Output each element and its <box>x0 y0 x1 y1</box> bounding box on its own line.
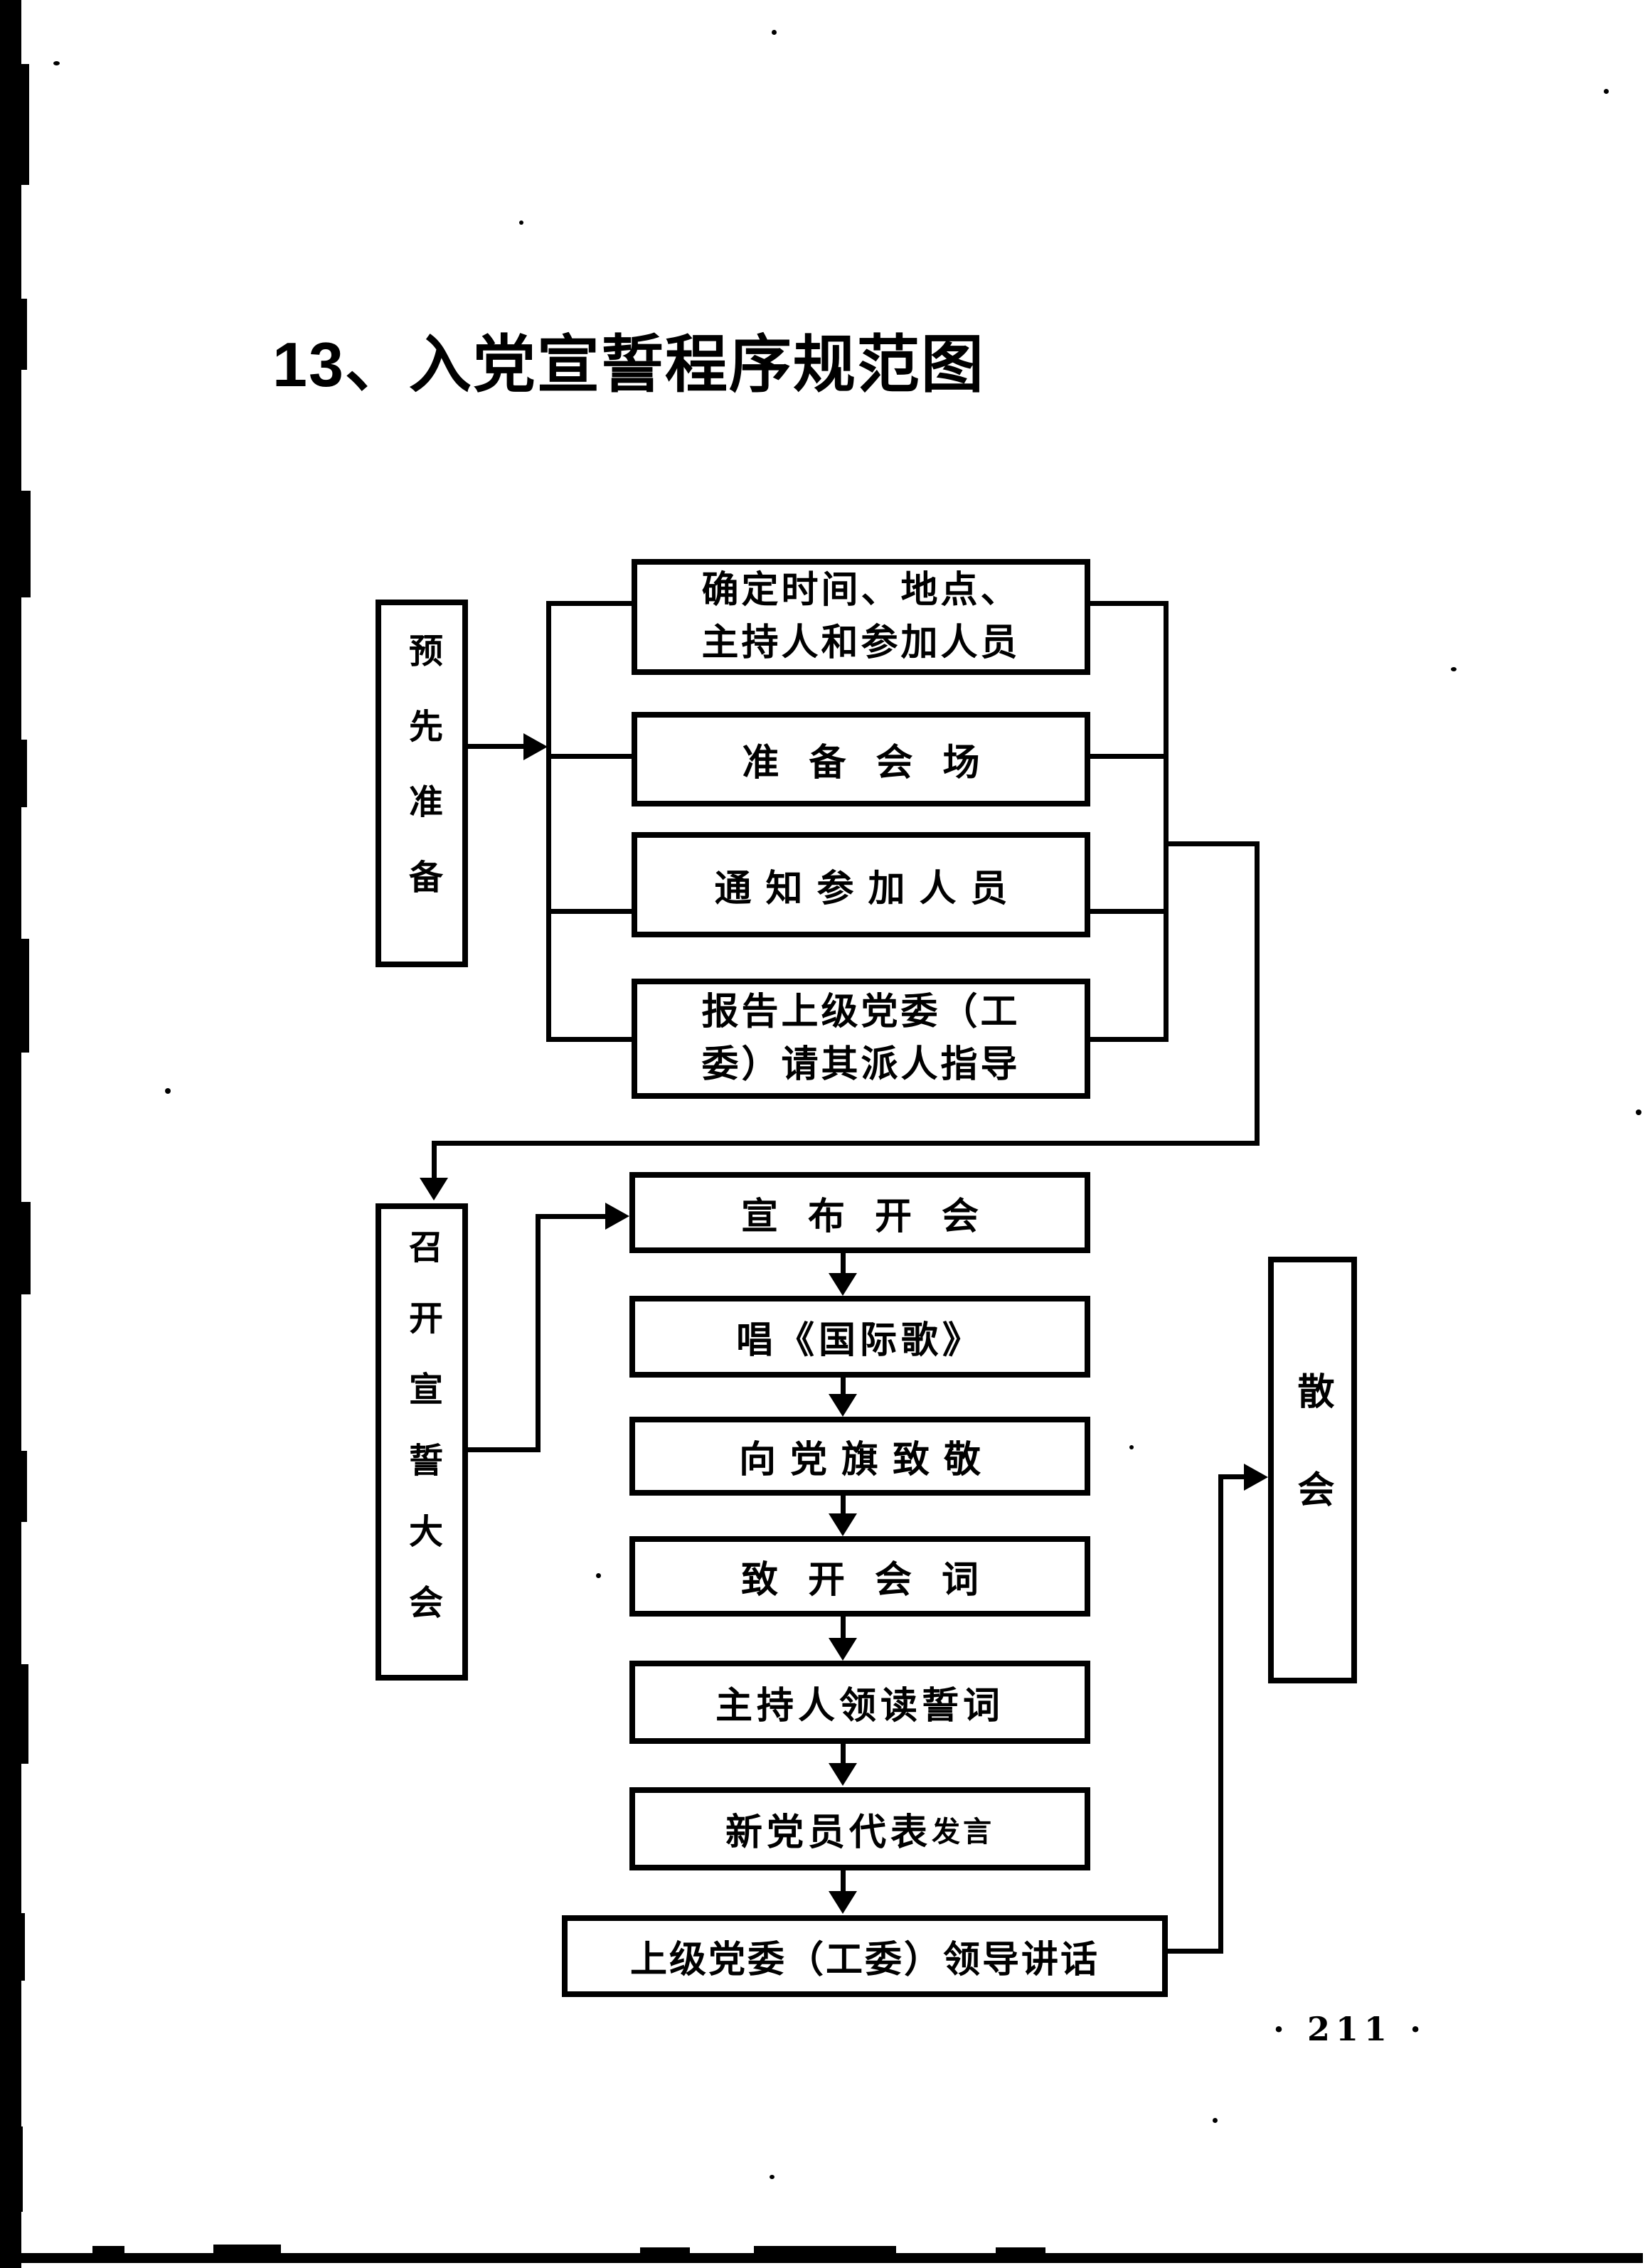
connector-stub-step3-left <box>546 909 633 914</box>
scan-speck <box>1604 89 1609 94</box>
scan-left-gutter <box>0 0 21 2268</box>
step-label-suffix: 发言 <box>932 1816 994 1848</box>
scan-gutter-nub <box>20 64 29 185</box>
step-line-1: 报告上级党委（工 <box>701 991 1021 1033</box>
connector-outer-spine <box>1255 841 1260 1146</box>
scan-speck <box>53 61 60 65</box>
connector-branch-right <box>1164 841 1260 846</box>
step-line-2: 主持人和参加人员 <box>701 622 1021 664</box>
scan-gutter-nub <box>20 1202 31 1294</box>
arrowhead-c4-c5 <box>829 1638 857 1661</box>
step-label-main: 新党员代表 <box>725 1812 932 1853</box>
scan-bottom-blob <box>640 2247 690 2263</box>
scan-speck <box>772 30 777 35</box>
connector-phase1-to-spine <box>468 744 525 749</box>
scan-gutter-nub <box>17 2126 23 2212</box>
arrowhead-into-phase2 <box>420 1178 448 1200</box>
scan-speck <box>1451 667 1457 671</box>
step-box-sing-internationale: 唱《国际歌》 <box>629 1296 1090 1378</box>
scan-speck <box>1213 2118 1218 2123</box>
connector-phase2-riser <box>536 1214 541 1452</box>
phase1-box: 预先准备 <box>376 600 468 967</box>
connector-stub-step2-left <box>546 754 633 759</box>
step-line-2: 委）请其派人指导 <box>701 1043 1021 1085</box>
connector-c7-out <box>1165 1949 1223 1954</box>
arrowhead-into-announce <box>605 1203 629 1230</box>
scan-speck <box>1129 1445 1134 1449</box>
connector-drop-to-phase2 <box>432 1141 437 1179</box>
step-box-new-member-speech: 新党员代表发言 <box>629 1787 1090 1870</box>
scan-bottom-blob <box>92 2246 124 2263</box>
end-box-dismiss: 散会 <box>1268 1257 1357 1683</box>
step-box-opening-speech: 致开会词 <box>629 1536 1090 1617</box>
connector-stub-step2-right <box>1090 754 1169 759</box>
scan-speck <box>519 220 523 225</box>
connector-stub-step3-right <box>1090 909 1169 914</box>
scan-bottom-blob <box>996 2247 1045 2262</box>
arrowhead-c3-c4 <box>829 1513 857 1536</box>
step-box-confirm-time-place: 确定时间、地点、 主持人和参加人员 <box>632 559 1090 675</box>
connector-cross-horizontal <box>432 1141 1260 1146</box>
scan-bottom-blob <box>754 2246 896 2263</box>
connector-c3-c4 <box>841 1496 846 1515</box>
scan-gutter-nub <box>20 491 31 597</box>
arrowhead-c5-c6 <box>829 1763 857 1786</box>
step-box-announce-opening: 宣布开会 <box>629 1172 1090 1253</box>
scan-gutter-nub <box>20 939 29 1053</box>
scan-gutter-nub <box>20 1664 28 1764</box>
connector-c6-c7 <box>841 1870 846 1892</box>
connector-left-spine <box>546 601 551 1042</box>
page-title: 13、入党宣誓程序规范图 <box>272 329 985 400</box>
connector-stub-step4-left <box>546 1037 633 1042</box>
page-number: · 211 · <box>1273 2010 1427 2048</box>
scan-bottom-blob <box>213 2245 281 2263</box>
arrowhead-into-dismiss <box>1244 1464 1268 1491</box>
connector-stub-step1-left <box>546 601 633 606</box>
step-box-leader-speech: 上级党委（工委）领导讲话 <box>562 1915 1168 1997</box>
connector-c4-c5 <box>841 1617 846 1639</box>
connector-stub-step4-right <box>1090 1037 1169 1042</box>
step-box-prepare-venue: 准备会场 <box>632 712 1090 806</box>
connector-dismiss-riser <box>1218 1474 1223 1954</box>
phase2-box: 召开宣誓大会 <box>376 1203 468 1681</box>
connector-phase2-out <box>467 1447 541 1452</box>
connector-c1-c2 <box>841 1252 846 1274</box>
scan-gutter-nub <box>18 1913 25 1981</box>
arrowhead-into-left-spine <box>523 733 548 760</box>
step-box-notify-participants: 通知参加人员 <box>632 832 1090 937</box>
connector-c2-c3 <box>841 1378 846 1395</box>
step-box-salute-flag: 向党旗致敬 <box>629 1417 1090 1496</box>
scan-gutter-nub <box>20 1451 27 1522</box>
arrowhead-c1-c2 <box>829 1273 857 1296</box>
step-line-1: 确定时间、地点、 <box>701 569 1021 611</box>
scan-speck <box>770 2175 775 2179</box>
connector-dismiss-top <box>1218 1474 1248 1479</box>
arrowhead-c6-c7 <box>829 1891 857 1914</box>
arrowhead-c2-c3 <box>829 1394 857 1417</box>
connector-stub-step1-right <box>1090 601 1169 606</box>
scan-speck <box>1636 1109 1641 1115</box>
scan-speck <box>165 1088 171 1094</box>
scan-gutter-nub <box>20 299 27 370</box>
connector-c5-c6 <box>841 1744 846 1764</box>
connector-right-spine <box>1164 601 1169 1042</box>
scan-speck <box>596 1573 601 1578</box>
scan-gutter-nub <box>20 740 27 807</box>
connector-phase2-top <box>536 1214 607 1219</box>
step-box-lead-oath: 主持人领读誓词 <box>629 1661 1090 1744</box>
step-box-report-committee: 报告上级党委（工 委）请其派人指导 <box>632 979 1090 1099</box>
